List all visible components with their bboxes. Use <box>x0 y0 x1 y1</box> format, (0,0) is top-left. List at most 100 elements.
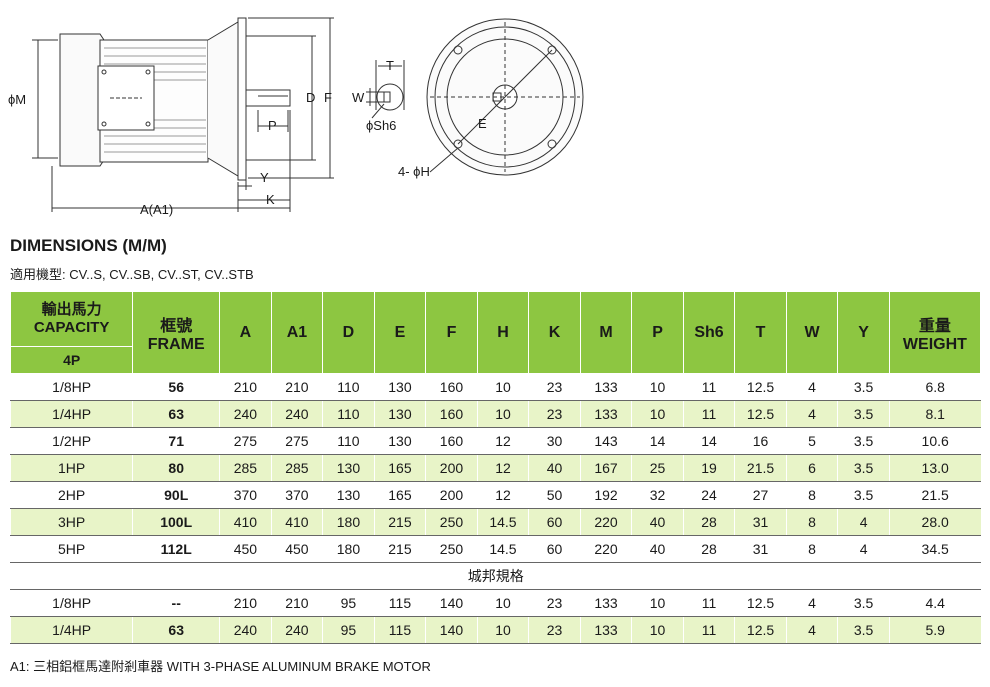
label-e: E <box>478 116 487 131</box>
table-cell: 40 <box>528 454 581 482</box>
table-cell: 130 <box>373 400 426 428</box>
table-cell: 60 <box>528 535 581 563</box>
table-cell: 110 <box>322 400 375 428</box>
label-p: P <box>268 118 277 133</box>
capacity-pole-header: 4P <box>9 346 134 374</box>
table-cell: 4 <box>837 508 890 536</box>
table-cell: 133 <box>579 616 632 644</box>
table-cell: 28.0 <box>888 508 981 536</box>
table-cell: 285 <box>219 454 272 482</box>
label-phi-sh6: ϕSh6 <box>366 118 396 133</box>
label-phi-m: ϕM <box>8 92 26 107</box>
table-cell: 133 <box>579 589 632 617</box>
table-cell: 63 <box>132 400 220 428</box>
table-cell: 4 <box>785 616 838 644</box>
label-k: K <box>266 192 275 207</box>
table-cell: 167 <box>579 454 632 482</box>
table-cell: 21.5 <box>888 481 981 509</box>
table-cell: 4 <box>837 535 890 563</box>
table-cell: 450 <box>219 535 272 563</box>
table-cell: 180 <box>322 535 375 563</box>
table-cell: 80 <box>132 454 220 482</box>
table-cell: 240 <box>270 400 323 428</box>
table-cell: 10 <box>476 373 529 401</box>
col-header: P <box>631 291 684 374</box>
col-header: Sh6 <box>682 291 736 374</box>
table-cell: 13.0 <box>888 454 981 482</box>
col-header: K <box>528 291 581 374</box>
capacity-zh: 輸出馬力 <box>41 301 102 318</box>
table-cell: 11 <box>682 373 735 401</box>
table-cell: 12 <box>476 481 529 509</box>
table-cell: 10 <box>476 616 529 644</box>
table-cell: 450 <box>270 535 323 563</box>
table-cell: 1/8HP <box>9 589 133 617</box>
section-label: 城邦規格 <box>10 562 981 590</box>
table-cell: 100L <box>132 508 220 536</box>
table-cell: 8 <box>785 508 838 536</box>
table-cell: 5 <box>785 427 838 455</box>
capacity-header: 輸出馬力 CAPACITY <box>9 291 134 347</box>
footnote: A1: 三相鋁框馬達附剎車器 WITH 3-PHASE ALUMINUM BRA… <box>10 659 431 674</box>
table-cell: 27 <box>734 481 787 509</box>
section-row: 城邦規格 <box>10 562 981 590</box>
table-cell: 95 <box>322 616 375 644</box>
table-cell: 12.5 <box>734 616 787 644</box>
capacity-en: CAPACITY <box>33 319 110 336</box>
table-cell: 8 <box>785 481 838 509</box>
table-cell: 63 <box>132 616 220 644</box>
table-cell: 275 <box>219 427 272 455</box>
table-cell: 31 <box>734 535 787 563</box>
table-cell: 165 <box>373 454 426 482</box>
table-cell: 6 <box>785 454 838 482</box>
table-cell: 40 <box>631 508 684 536</box>
label-a-a1: A(A1) <box>140 202 173 217</box>
table-cell: 210 <box>219 589 272 617</box>
table-cell: 160 <box>425 373 478 401</box>
table-cell: 370 <box>270 481 323 509</box>
table-cell: 23 <box>528 373 581 401</box>
table-cell: 210 <box>270 373 323 401</box>
table-cell: 16 <box>734 427 787 455</box>
table-cell: 1/4HP <box>9 400 133 428</box>
table-cell: 23 <box>528 616 581 644</box>
table-cell: 3.5 <box>837 373 890 401</box>
applicable-models: 適用機型: CV..S, CV..SB, CV..ST, CV..STB <box>10 267 254 282</box>
table-cell: 23 <box>528 589 581 617</box>
table-cell: 130 <box>373 427 426 455</box>
table-cell: 110 <box>322 373 375 401</box>
table-cell: 4 <box>785 589 838 617</box>
table-cell: 11 <box>682 400 735 428</box>
table-cell: 215 <box>373 508 426 536</box>
table-cell: 200 <box>425 454 478 482</box>
table-cell: 11 <box>682 616 735 644</box>
weight-zh: 重量 <box>918 317 951 335</box>
table-cell: -- <box>132 589 220 617</box>
table-cell: 21.5 <box>734 454 787 482</box>
table-cell: 115 <box>373 616 426 644</box>
table-cell: 2HP <box>9 481 133 509</box>
table-cell: 160 <box>425 400 478 428</box>
label-w: W <box>352 90 365 105</box>
table-cell: 23 <box>528 400 581 428</box>
table-cell: 14.5 <box>476 508 529 536</box>
table-cell: 14 <box>682 427 735 455</box>
table-cell: 410 <box>270 508 323 536</box>
table-cell: 40 <box>631 535 684 563</box>
table-cell: 115 <box>373 589 426 617</box>
col-header: M <box>579 291 633 374</box>
col-header: E <box>373 291 427 374</box>
table-cell: 1/4HP <box>9 616 133 644</box>
table-cell: 3HP <box>9 508 133 536</box>
table-cell: 12.5 <box>734 373 787 401</box>
label-t: T <box>386 58 394 73</box>
table-cell: 130 <box>373 373 426 401</box>
frame-en: FRAME <box>147 335 205 353</box>
